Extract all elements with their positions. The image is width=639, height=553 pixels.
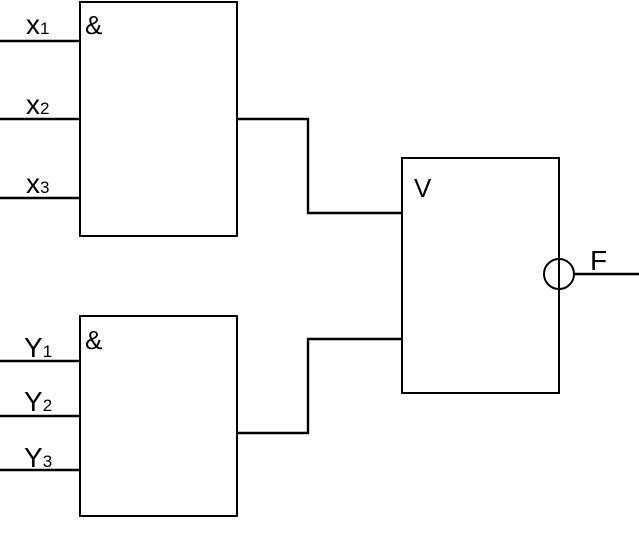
wire-and-top-to-or: [237, 117, 402, 215]
and-gate-bottom: [79, 315, 238, 517]
input-label-y2: Y2: [24, 386, 52, 417]
and-gate-bottom-symbol: &: [85, 325, 102, 355]
input-label-x2: x2: [26, 89, 49, 120]
or-gate: [401, 157, 560, 394]
or-gate-symbol: V: [414, 173, 432, 203]
wire-and-bottom-to-or: [237, 337, 402, 435]
output-label: F: [590, 245, 607, 276]
input-label-x1: x1: [26, 9, 49, 40]
input-label-y1: Y1: [24, 332, 52, 363]
input-label-y3: Y3: [24, 442, 52, 473]
and-gate-top-symbol: &: [85, 10, 102, 40]
and-gate-top: [79, 1, 238, 237]
input-label-x3: x3: [26, 168, 49, 199]
